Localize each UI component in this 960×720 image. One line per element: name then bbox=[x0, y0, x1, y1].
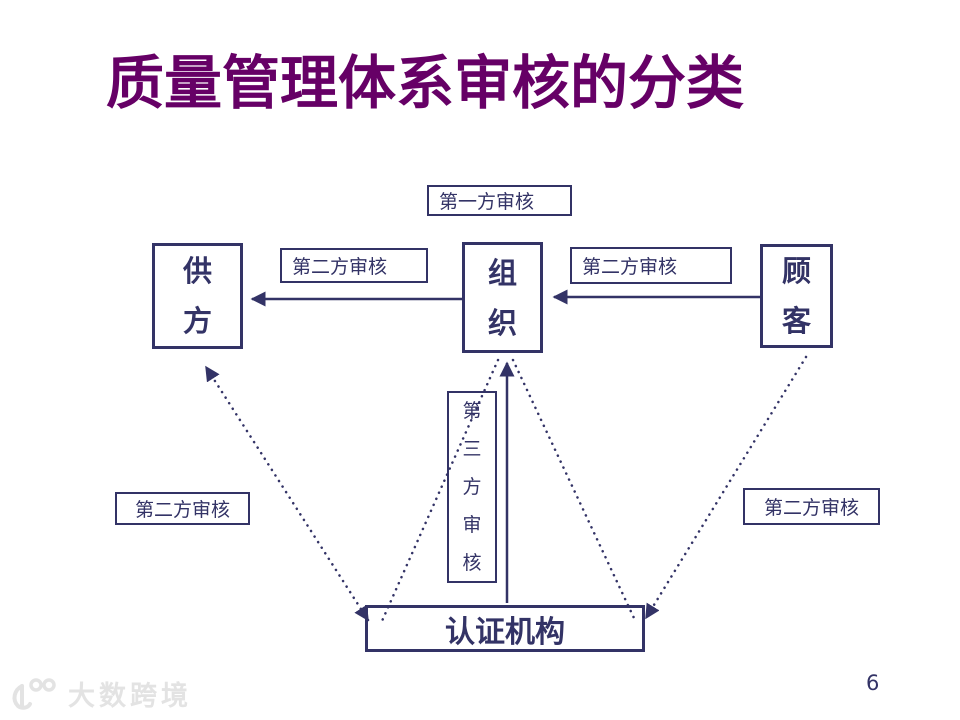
watermark-text: 大数跨境 bbox=[68, 681, 192, 712]
label-first-party-audit-text: 第一方审核 bbox=[439, 191, 535, 213]
dotted-line-organization-certification-right bbox=[511, 358, 636, 620]
page-title: 质量管理体系审核的分类 bbox=[106, 49, 745, 117]
watermark-logo-icon bbox=[12, 677, 56, 710]
node-customer-text: 顾客 bbox=[781, 254, 811, 338]
node-certification-body: 认证机构 bbox=[365, 605, 645, 652]
label-second-party-left-side-text: 第二方审核 bbox=[134, 499, 230, 521]
label-first-party-audit: 第一方审核 bbox=[427, 185, 572, 216]
label-second-party-left-side: 第二方审核 bbox=[115, 492, 250, 525]
node-certification-body-text: 认证机构 bbox=[445, 614, 565, 650]
label-second-party-left-top: 第二方审核 bbox=[280, 248, 428, 283]
node-supplier-text: 供方 bbox=[182, 254, 212, 338]
node-organization: 组织 bbox=[462, 242, 543, 353]
label-second-party-right-top: 第二方审核 bbox=[570, 247, 732, 284]
node-supplier: 供方 bbox=[152, 243, 243, 349]
watermark: 大数跨境 bbox=[8, 674, 192, 713]
node-organization-text: 组织 bbox=[487, 255, 517, 340]
label-second-party-left-top-text: 第二方审核 bbox=[292, 256, 388, 278]
label-second-party-right-side: 第二方审核 bbox=[743, 488, 880, 525]
node-customer: 顾客 bbox=[760, 244, 833, 348]
label-second-party-right-side-text: 第二方审核 bbox=[763, 497, 859, 519]
label-second-party-right-top-text: 第二方审核 bbox=[582, 256, 678, 278]
label-third-party-audit-text: 第三方审核 bbox=[462, 400, 482, 574]
label-third-party-audit: 第三方审核 bbox=[447, 391, 497, 583]
page-number: 6 bbox=[866, 671, 880, 695]
